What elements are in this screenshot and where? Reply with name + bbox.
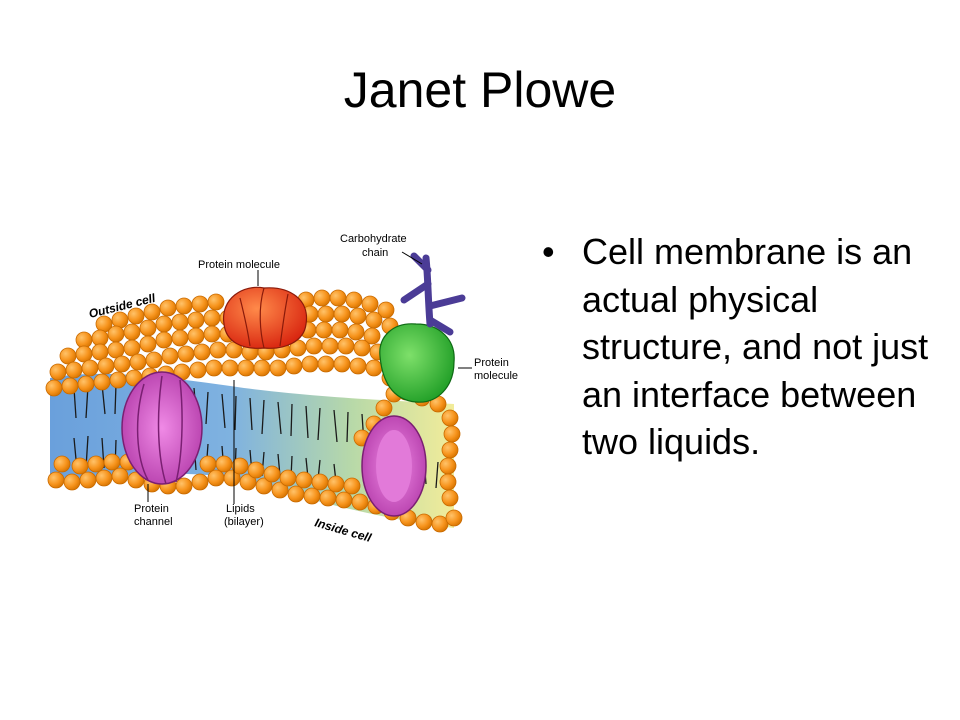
label-lipids-line2: (bilayer) [224, 516, 264, 528]
bullet-dot-icon: • [542, 231, 555, 272]
carbohydrate-chain [400, 252, 466, 336]
label-protein-molecule-right-line1: Protein [474, 357, 509, 369]
surface-protein-red [223, 286, 308, 349]
label-carbohydrate-line1: Carbohydrate [340, 233, 407, 245]
transmembrane-protein-right [361, 415, 427, 517]
cell-membrane-diagram: Protein molecule Carbohydrate chain Prot… [44, 228, 534, 560]
slide-title: Janet Plowe [343, 62, 617, 118]
label-protein-channel-line1: Protein [134, 503, 169, 515]
label-protein-channel-line2: channel [134, 516, 173, 528]
protein-channel [121, 371, 203, 485]
leader-lines [147, 251, 472, 504]
surface-protein-green [379, 323, 455, 403]
label-protein-molecule-right-line2: molecule [474, 370, 518, 382]
label-inside-cell: Inside cell [313, 515, 373, 545]
label-lipids-line1: Lipids [226, 503, 255, 515]
bullet-text: Cell membrane is an actual physical stru… [582, 231, 929, 462]
bullet-list: • Cell membrane is an actual physical st… [540, 228, 950, 466]
bullet-item: • Cell membrane is an actual physical st… [540, 228, 950, 466]
label-protein-molecule-top: Protein molecule [198, 259, 280, 271]
membrane-illustration: Protein molecule Carbohydrate chain Prot… [45, 233, 518, 545]
lipid-heads-inner [47, 453, 463, 533]
lipid-heads-outer [45, 289, 461, 507]
label-carbohydrate-line2: chain [362, 247, 388, 259]
